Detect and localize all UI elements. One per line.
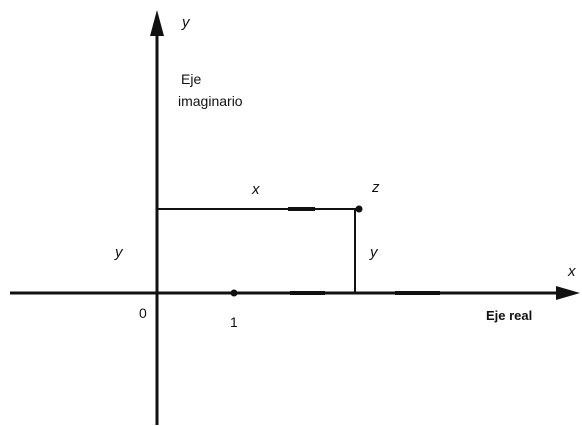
imaginary-axis-label-line2: imaginario xyxy=(178,93,243,109)
point-z xyxy=(355,205,363,213)
point-z-label: z xyxy=(371,179,380,196)
real-axis-arrowhead xyxy=(556,286,580,300)
x-axis-label: x xyxy=(567,263,576,280)
unit-point xyxy=(230,289,238,297)
y-axis-top-label: y xyxy=(181,14,191,31)
imaginary-axis-label-line1: Eje xyxy=(181,71,201,87)
x-segment-label: x xyxy=(251,181,260,198)
origin-label: 0 xyxy=(139,305,147,321)
y-left-label: y xyxy=(114,244,124,261)
imaginary-axis-arrowhead xyxy=(150,10,164,36)
real-axis-label: Eje real xyxy=(486,308,532,323)
y-right-label: y xyxy=(369,244,379,261)
unit-label: 1 xyxy=(230,314,238,330)
